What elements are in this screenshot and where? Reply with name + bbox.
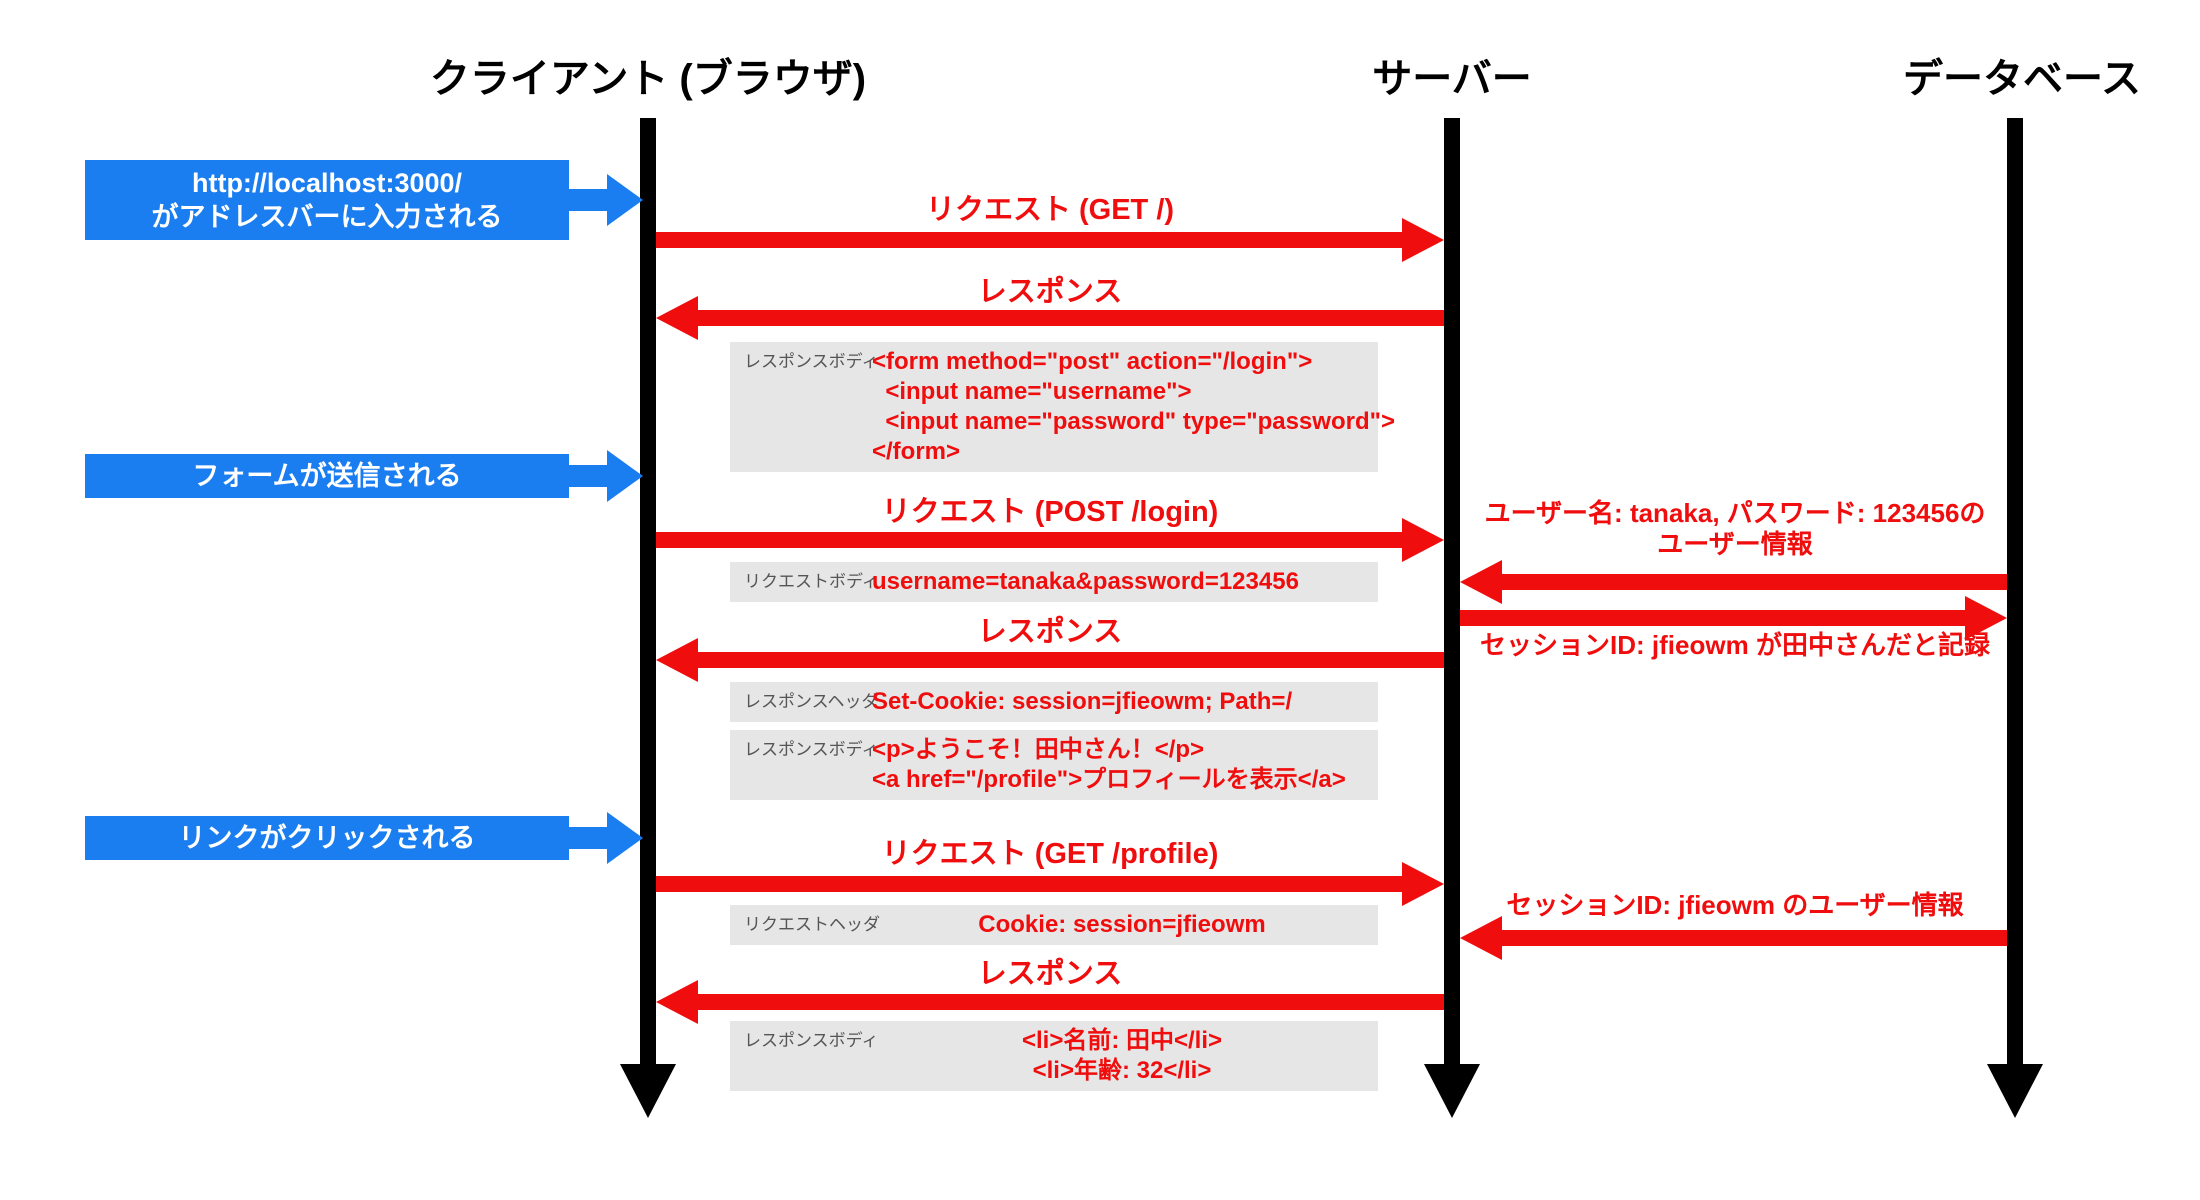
db-label-line: ユーザー名: tanaka, パスワード: 123456の — [1484, 498, 1986, 528]
message-arrow-response-1 — [698, 310, 1444, 326]
arrowhead-right-icon — [1402, 218, 1444, 262]
message-arrow-request-get-root — [656, 232, 1402, 248]
payload-box-request-header: リクエストヘッダ Cookie: session=jfieowm — [730, 905, 1378, 945]
arrowhead-left-icon — [656, 638, 698, 682]
db-label-line: セッションID: jfieowm が田中さんだと記録 — [1480, 630, 1990, 660]
code-line: Set-Cookie: session=jfieowm; Path=/ — [872, 688, 1293, 715]
payload-box-response-body-profile: レスポンスボディ <li>名前: 田中</li> <li>年齢: 32</li> — [730, 1021, 1378, 1091]
event-box-url-entered: http://localhost:3000/ がアドレスバーに入力される — [85, 160, 569, 240]
lifeline-client-arrowhead-icon — [620, 1064, 676, 1118]
message-label: リクエスト (POST /login) — [881, 496, 1219, 528]
message-arrow-response-3 — [698, 994, 1444, 1010]
payload-label: レスポンスボディ — [744, 352, 879, 371]
code-line: <form method="post" action="/login"> — [872, 348, 1313, 375]
payload-label: レスポンスボディ — [744, 740, 879, 759]
code-line: <a href="/profile">プロフィールを表示</a> — [872, 766, 1346, 793]
lifeline-database-arrowhead-icon — [1987, 1064, 2043, 1118]
code-line: <p>ようこそ！田中さん！</p> — [872, 736, 1205, 763]
code-line: <input name="username"> — [872, 378, 1192, 405]
payload-code: username=tanaka&password=123456 — [872, 562, 1378, 602]
message-arrow-request-get-profile — [656, 876, 1402, 892]
payload-code: <li>名前: 田中</li> <li>年齢: 32</li> — [872, 1021, 1378, 1091]
message-label: リクエスト (GET /) — [925, 194, 1175, 226]
message-label: レスポンス — [977, 616, 1123, 648]
message-arrow-response-2 — [698, 652, 1444, 668]
db-message-label: セッションID: jfieowm のユーザー情報 — [1448, 890, 2022, 921]
payload-box-response-body-welcome: レスポンスボディ <p>ようこそ！田中さん！</p> <a href="/pro… — [730, 730, 1378, 800]
event-text-line: がアドレスバーに入力される — [151, 202, 503, 232]
payload-code: <form method="post" action="/login"> <in… — [872, 342, 1401, 472]
arrowhead-left-icon — [656, 296, 698, 340]
event-arrowhead-icon — [607, 450, 643, 502]
code-line: <li>名前: 田中</li> — [1021, 1027, 1223, 1054]
actor-label-server: サーバー — [1372, 57, 1532, 101]
arrowhead-right-icon — [1402, 518, 1444, 562]
db-arrow-user-info — [1502, 574, 2007, 590]
event-arrowhead-icon — [607, 174, 643, 226]
arrowhead-left-icon — [1460, 560, 1502, 604]
payload-label: レスポンスボディ — [744, 1031, 879, 1050]
message-arrow-request-post-login — [656, 532, 1402, 548]
payload-box-request-body: リクエストボディ username=tanaka&password=123456 — [730, 562, 1378, 602]
message-label: リクエスト (GET /profile) — [881, 838, 1219, 870]
message-label: レスポンス — [977, 958, 1123, 990]
db-message-label: ユーザー名: tanaka, パスワード: 123456の ユーザー情報 — [1448, 498, 2022, 560]
lifeline-database — [2007, 118, 2023, 1066]
actor-label-client: クライアント (ブラウザ) — [429, 57, 867, 101]
actor-label-database: データベース — [1903, 57, 2141, 101]
db-label-line: ユーザー情報 — [1657, 529, 1813, 559]
payload-code: Cookie: session=jfieowm — [872, 905, 1378, 945]
db-message-label: セッションID: jfieowm が田中さんだと記録 — [1448, 630, 2022, 661]
event-text-line: http://localhost:3000/ — [191, 168, 463, 198]
lifeline-client — [640, 118, 656, 1066]
code-line: username=tanaka&password=123456 — [872, 568, 1299, 595]
arrowhead-left-icon — [1460, 916, 1502, 960]
event-arrow — [569, 827, 607, 849]
event-box-form-submitted: フォームが送信される — [85, 454, 569, 498]
payload-code: Set-Cookie: session=jfieowm; Path=/ — [872, 682, 1378, 722]
event-text-line: リンクがクリックされる — [178, 823, 476, 853]
code-line: <li>年齢: 32</li> — [1032, 1057, 1212, 1084]
event-arrowhead-icon — [607, 812, 643, 864]
event-box-link-clicked: リンクがクリックされる — [85, 816, 569, 860]
code-line: Cookie: session=jfieowm — [978, 911, 1266, 938]
payload-code: <p>ようこそ！田中さん！</p> <a href="/profile">プロフ… — [872, 730, 1378, 800]
arrowhead-left-icon — [656, 980, 698, 1024]
lifeline-server — [1444, 118, 1460, 1066]
payload-label: レスポンスヘッダ — [744, 692, 879, 711]
arrowhead-right-icon — [1965, 596, 2007, 640]
lifeline-server-arrowhead-icon — [1424, 1064, 1480, 1118]
code-line: <input name="password" type="password"> — [872, 408, 1395, 435]
code-line: </form> — [872, 438, 961, 465]
db-arrow-record-session — [1460, 610, 1965, 626]
db-label-line: セッションID: jfieowm のユーザー情報 — [1506, 890, 1964, 920]
arrowhead-right-icon — [1402, 862, 1444, 906]
payload-box-response-header: レスポンスヘッダ Set-Cookie: session=jfieowm; Pa… — [730, 682, 1378, 722]
event-arrow — [569, 465, 607, 487]
event-arrow — [569, 189, 607, 211]
db-arrow-session-user-info — [1502, 930, 2007, 946]
payload-label: リクエストボディ — [744, 572, 879, 591]
message-label: レスポンス — [977, 276, 1123, 308]
payload-box-response-body-form: レスポンスボディ <form method="post" action="/lo… — [730, 342, 1395, 472]
payload-label: リクエストヘッダ — [744, 915, 880, 934]
event-text-line: フォームが送信される — [192, 461, 462, 491]
